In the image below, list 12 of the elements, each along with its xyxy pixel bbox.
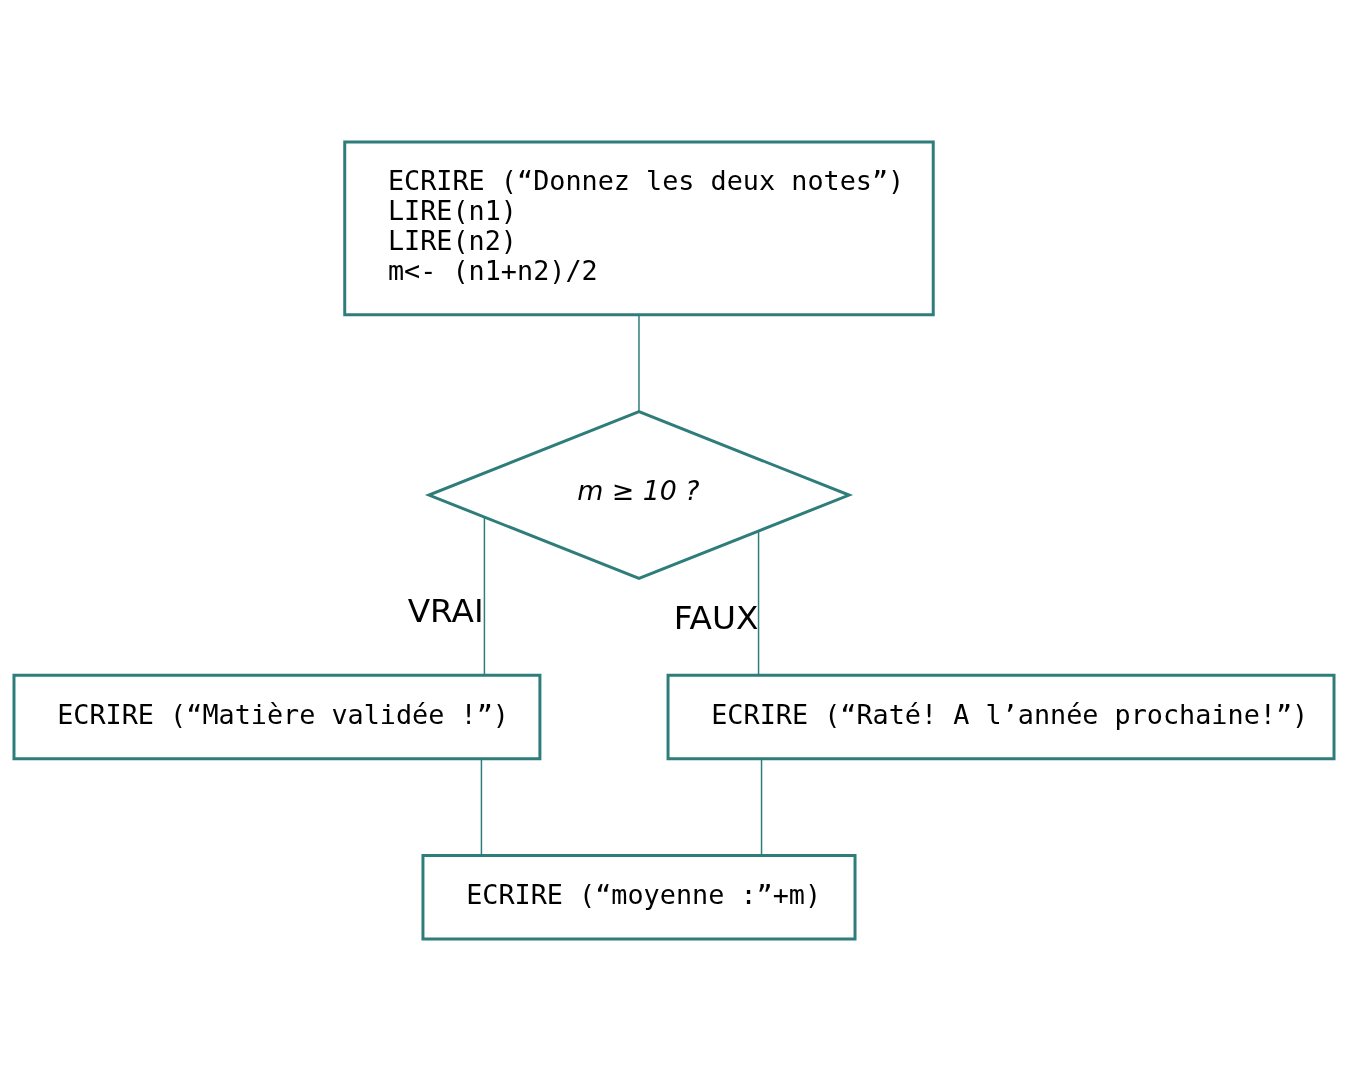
node-box: ECRIRE (“Matière validée !”) — [12, 673, 542, 760]
connector — [480, 757, 483, 856]
node-box: ECRIRE (“Raté! A l’année prochaine!”) — [666, 673, 1336, 760]
node-box: ECRIRE (“Donnez les deux notes”) LIRE(n1) LIRE(n2) m<- (n1+n2)/2 — [343, 139, 935, 316]
connector — [483, 515, 486, 676]
node-box: ECRIRE (“moyenne :”+m) — [421, 853, 857, 941]
connector — [638, 313, 640, 412]
edge-label: FAUX — [673, 598, 759, 637]
edge-label: VRAI — [407, 591, 484, 630]
connector — [757, 529, 760, 676]
node-diamond: m ≥ 10 ? — [424, 409, 854, 580]
connector — [760, 757, 763, 856]
